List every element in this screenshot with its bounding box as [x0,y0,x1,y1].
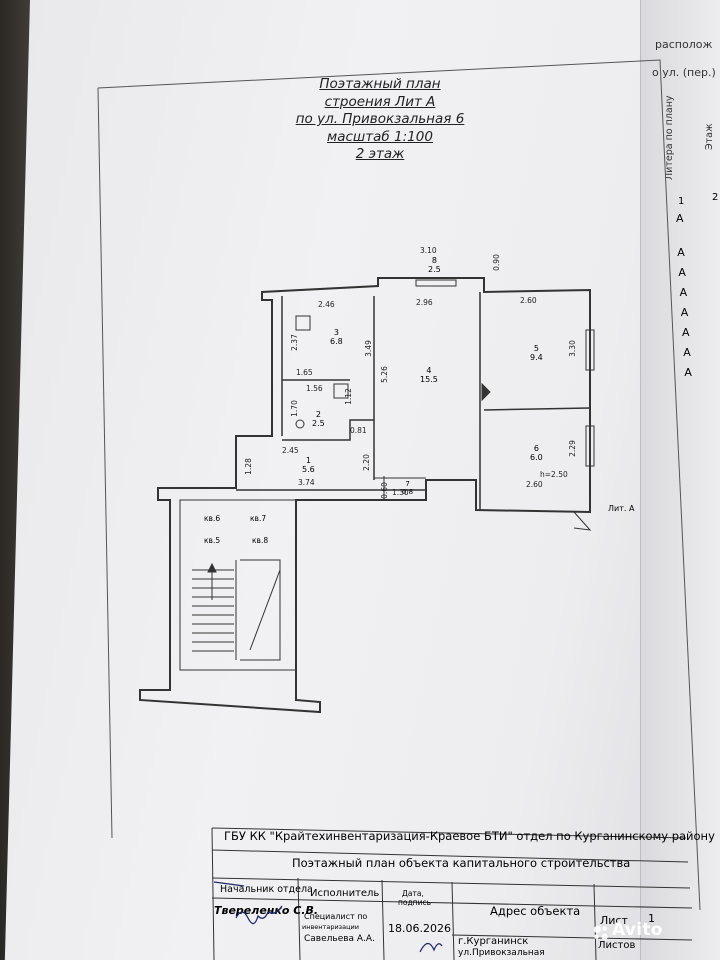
drawing-frame [97,59,701,911]
window [415,279,457,287]
stair-slope [249,569,281,651]
dim-3-10: 3.10 [420,246,437,255]
signature-head [235,905,283,925]
apt-8: кв.8 [252,536,269,545]
stamp-head-name: Твереленко С.В. [214,904,319,917]
signature-mark [213,881,245,887]
signature-date [419,942,443,953]
stamp-org: ГБУ КК "Крайтехинвентаризация-Краевое БТ… [224,829,715,843]
frame-left [97,87,113,839]
wall [483,407,591,411]
right-table-row: А [680,306,689,319]
stamp-doc: Поэтажный план объекта капитального стро… [292,856,631,870]
dim-0-81: 0.81 [350,426,367,435]
avito-logo-icon [593,925,608,940]
stair-landing [240,559,281,661]
stairwell [179,499,297,671]
right-table-row: А [682,326,690,339]
dim-3-74: 3.74 [298,478,315,487]
right-table-row: А [677,246,685,259]
stamp-sheet-num: 1 [648,912,655,925]
window [585,329,595,371]
dim-2-45: 2.45 [282,446,299,455]
stamp-sheets: Листов [598,940,636,951]
dim-2-60a: 2.60 [520,296,537,305]
stamp-address-2: ул.Привокзальная [458,948,545,958]
right-table-row: А [684,366,692,379]
dim-2-60b: 2.60 [526,480,543,489]
apt-5: кв.5 [204,536,221,545]
window [585,425,595,467]
stamp-date: 18.06.2026 [388,922,451,935]
right-table-row: А [679,286,688,299]
bath-fixture [333,383,349,399]
dim-2-96: 2.96 [416,298,433,307]
right-num-2: 2 [712,192,719,203]
stamp-exec-role-1: Специалист по [304,912,368,921]
apt-7: кв.7 [250,514,267,523]
stamp-date-label-2: подпись [398,898,431,907]
dim-1-30: 1.30 [392,488,409,497]
wall [282,419,374,441]
avito-watermark: Avito [612,920,663,940]
outer-wall [139,277,591,714]
right-num-1: 1 [678,196,685,207]
stair-arrow-head [207,562,217,573]
dim-1-65: 1.65 [296,368,313,377]
dim-1-56: 1.56 [306,384,323,393]
corner [573,511,592,531]
stamp-executor: Исполнитель [310,888,380,899]
sink-fixture [295,419,305,429]
stamp-date-label-1: Дата, [402,889,424,898]
stamp-exec-name: Савельева А.А. [304,934,375,944]
right-table-row: А [683,346,691,359]
dim-2-46: 2.46 [318,300,335,309]
title-line-1: Поэтажный план [319,76,441,92]
right-header-2: о ул. (пер.) [652,66,716,79]
title-line-4: масштаб 1:100 [327,128,433,145]
right-table-row: А [676,212,684,225]
title-line-2: строения Лит А [324,93,436,110]
lit-label: Лит. А [608,504,635,513]
ceiling-height: h=2.50 [540,470,568,479]
plan-title: Поэтажный план строения Лит А по ул. При… [250,76,510,164]
title-line-5: 2 этаж [355,146,405,162]
right-header-1: располож [655,38,713,51]
stamp-address-label: Адрес объекта [490,904,581,918]
stamp-exec-role-2: инвентаризации [302,923,359,931]
door [481,382,491,402]
stove-fixture [295,315,311,331]
stamp-head: Начальник отдела [220,884,313,895]
right-table-row: А [678,266,686,279]
stamp-sheet: Лист [600,914,628,927]
title-line-3: по ул. Привокзальная 6 [295,111,465,127]
apt-6: кв.6 [204,514,221,523]
stamp-address-1: г.Курганинск [458,936,529,947]
